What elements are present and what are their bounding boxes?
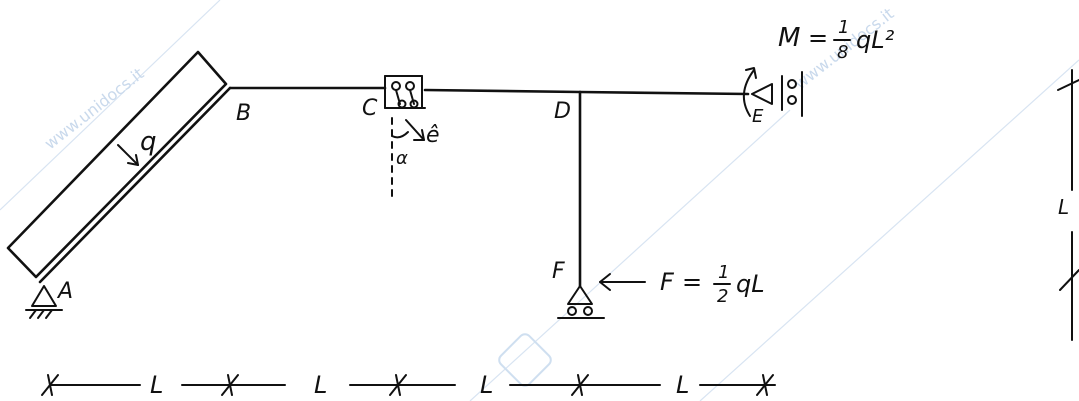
right-dimension: L	[1057, 69, 1079, 341]
watermark-text-1: www.unidocs.it	[41, 64, 148, 153]
moment-m: M = 1 8 qL²	[743, 17, 895, 117]
beam-bcde	[228, 86, 750, 96]
moment-den: 8	[837, 42, 848, 63]
watermark-logo	[498, 333, 552, 387]
member-df: D F	[552, 90, 582, 288]
dim-label-4: L	[676, 371, 689, 399]
label-q: q	[140, 127, 157, 157]
label-e-hat: ê	[426, 123, 440, 148]
dim-label-3: L	[480, 371, 493, 399]
unit-vector-arrow	[405, 119, 425, 141]
support-e: E	[751, 71, 803, 127]
moment-num: 1	[838, 17, 849, 38]
dim-tick-5	[756, 374, 774, 396]
label-c: C	[362, 96, 378, 121]
moment-rest: qL²	[856, 26, 895, 54]
dim-tick-3	[389, 374, 407, 396]
moment-arc	[743, 69, 755, 117]
force-equals: =	[682, 268, 702, 296]
label-alpha: α	[396, 148, 408, 169]
dim-tick-4	[571, 374, 589, 396]
label-b: B	[236, 101, 251, 126]
force-num: 1	[718, 262, 729, 283]
force-f: F = 1 2 qL	[599, 262, 765, 307]
distributed-load-block	[6, 50, 228, 279]
dim-label-1: L	[150, 371, 163, 399]
dimension-line: L L L L	[41, 371, 776, 399]
label-e: E	[752, 106, 764, 127]
roller-support-f	[557, 285, 605, 319]
dim-tick-1	[41, 374, 59, 396]
right-dim-label: L	[1058, 195, 1069, 219]
dim-tick-2	[221, 374, 239, 396]
label-a: A	[56, 279, 73, 304]
pin-support-a: A	[25, 279, 73, 319]
member-ab: q	[6, 50, 232, 284]
angle-arc	[391, 131, 409, 139]
force-symbol: F	[660, 268, 675, 296]
moment-equals: =	[808, 24, 828, 52]
load-arrow	[117, 144, 139, 166]
dim-label-2: L	[314, 371, 327, 399]
force-rest: qL	[736, 270, 765, 298]
force-den: 2	[717, 286, 728, 307]
label-d: D	[554, 99, 571, 124]
slider-c: C ê α	[362, 75, 440, 201]
moment-symbol: M	[778, 23, 800, 53]
label-f: F	[552, 259, 565, 284]
load-arrow-head	[127, 154, 139, 166]
